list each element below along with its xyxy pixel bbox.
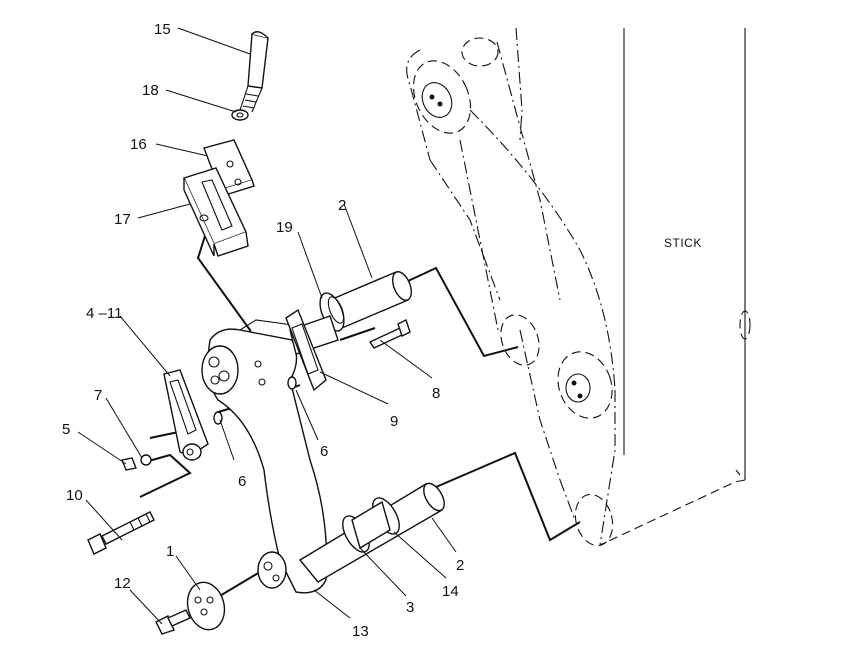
callout-5: 5: [62, 421, 70, 438]
leader-lines: [77, 27, 457, 625]
callouts: 15 18 16 17 19 2 4 –11 7 5 6 6 8 9 10 1 …: [62, 21, 464, 640]
stick-outline: [406, 27, 751, 547]
callout-8: 8: [432, 385, 440, 402]
bolt-12: [155, 609, 191, 635]
plate-9: [285, 308, 327, 392]
callout-19: 19: [276, 219, 293, 236]
callout-2-upper: 2: [338, 197, 346, 214]
nut-5: [121, 457, 137, 471]
bolt-15: [239, 31, 269, 113]
callout-2-lower: 2: [456, 557, 464, 574]
bolt-8: [368, 319, 411, 349]
pin-2-lower: [298, 482, 445, 583]
disc-1: [186, 581, 226, 631]
callout-9: 9: [390, 413, 398, 430]
callout-13: 13: [352, 623, 369, 640]
callout-7: 7: [94, 387, 102, 404]
callout-3: 3: [406, 599, 414, 616]
washer-18: [231, 109, 249, 121]
washer-7: [140, 454, 152, 466]
plate-4-11: [163, 369, 209, 461]
callout-1: 1: [166, 543, 174, 560]
washer-6-right: [287, 376, 297, 390]
callout-6-left: 6: [238, 473, 246, 490]
stick-label: STICK: [664, 236, 702, 250]
callout-10: 10: [66, 487, 83, 504]
callout-16: 16: [130, 136, 147, 153]
block-17: [183, 167, 249, 257]
link-13: [201, 319, 328, 594]
callout-15: 15: [154, 21, 171, 38]
callout-14: 14: [442, 583, 459, 600]
callout-18: 18: [142, 82, 159, 99]
callout-6-right: 6: [320, 443, 328, 460]
callout-17: 17: [114, 211, 131, 228]
callout-4-11: 4 –11: [86, 305, 122, 322]
bolt-10: [87, 511, 155, 555]
callout-12: 12: [114, 575, 131, 592]
